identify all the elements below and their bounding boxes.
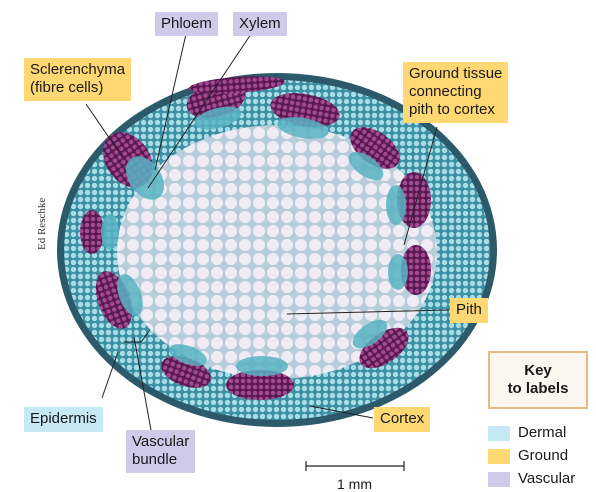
pith-tint (117, 125, 437, 379)
leader-lines (85, 33, 450, 431)
label-pith: Pith (450, 298, 488, 323)
key-entry-label: Ground (518, 447, 569, 464)
label-vascular-bundle-line1: Vascular (132, 433, 190, 450)
label-phloem: Phloem (155, 12, 218, 36)
photo-credit: Ed Reschke (36, 197, 48, 250)
label-ground-tissue-line3: pith to cortex (409, 101, 495, 118)
label-cortex: Cortex (374, 407, 431, 432)
vascular-bundles (101, 106, 408, 376)
key-title-line1: Key (524, 362, 552, 379)
label-sclerenchyma: Sclerenchyma (fibre cells) (24, 58, 132, 101)
key-entry-label: Vascular (518, 470, 576, 487)
label-ground-tissue-line1: Ground tissue (409, 65, 503, 82)
label-sclerenchyma-line2: (fibre cells) (30, 79, 104, 96)
vascular-swatch (488, 472, 510, 487)
dermal-swatch (488, 426, 510, 441)
label-sclerenchyma-line1: Sclerenchyma (30, 61, 126, 78)
scale-bar (305, 461, 405, 471)
stem-cross-section (57, 73, 497, 427)
pith-tissue (117, 125, 437, 379)
key-title-line2: to labels (507, 380, 569, 397)
label-epidermis: Epidermis (24, 407, 103, 432)
ground-swatch (488, 449, 510, 464)
label-ground-tissue-line2: connecting (409, 83, 482, 100)
scale-bar-label: 1 mm (337, 476, 372, 492)
label-xylem: Xylem (233, 12, 287, 36)
label-ground-tissue: Ground tissue connecting pith to cortex (403, 62, 509, 123)
key-entry-label: Dermal (518, 424, 567, 441)
label-vascular-bundle-line2: bundle (132, 451, 178, 468)
key-panel: Key to labels (488, 351, 588, 409)
label-vascular-bundle: Vascular bundle (126, 430, 196, 473)
